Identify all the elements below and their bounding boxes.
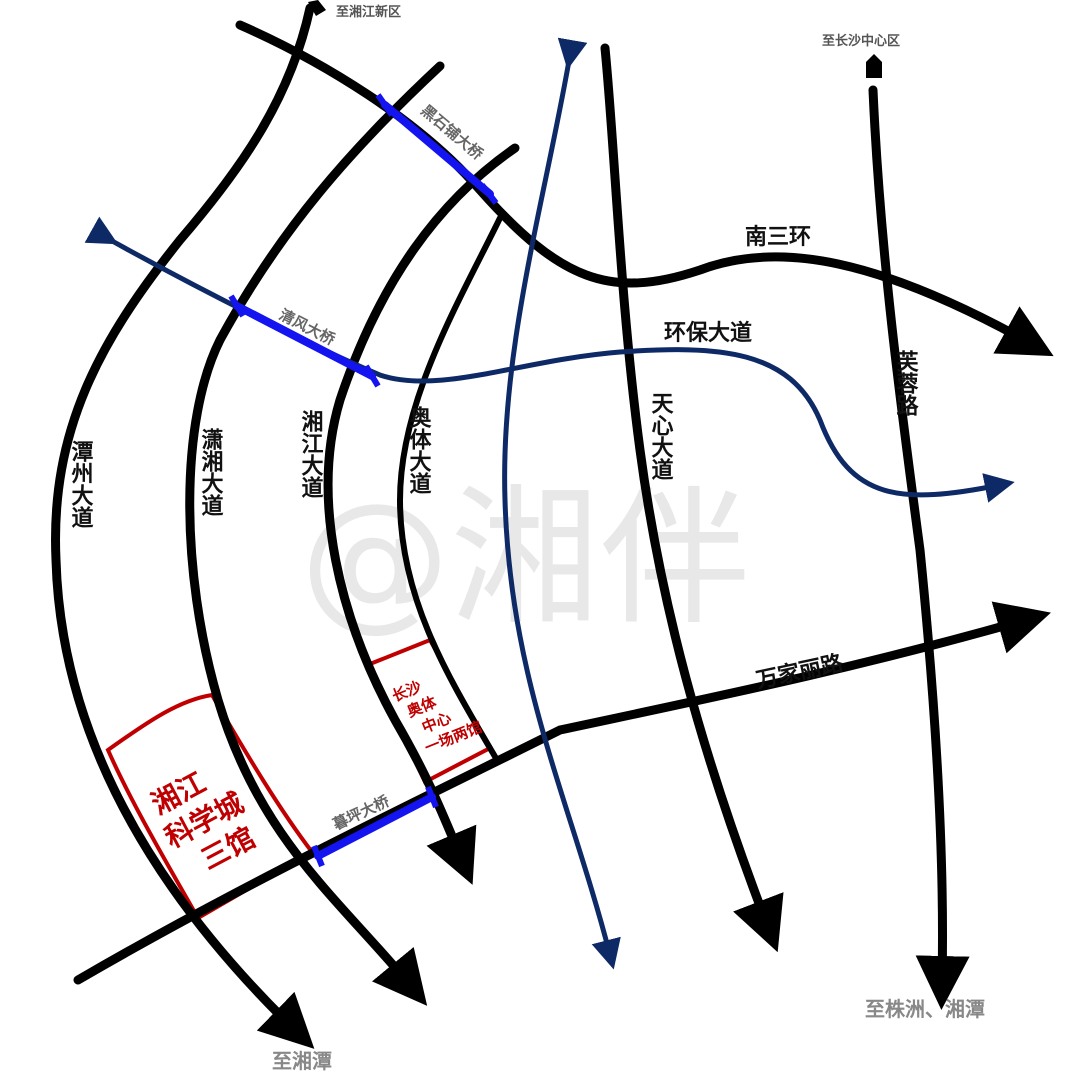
muping-bridge-end-west <box>311 844 325 868</box>
heishipu-bridge-label: 黑石铺大桥 <box>417 101 487 164</box>
dest-zhuzhou-xiangtan: 至株洲、湘潭 <box>865 997 985 1021</box>
qingfeng-bridge-end-east <box>363 364 381 388</box>
huanbao-label: 环保大道 <box>664 320 752 346</box>
wanjiali-label: 万家丽路 <box>753 650 846 694</box>
dest-xiangjiang-new: 至湘江新区 <box>336 4 401 20</box>
dest-xiangtan: 至湘潭 <box>272 1049 332 1073</box>
watermark: @湘伴 <box>300 472 750 646</box>
xiangjiang-label: 湘江大道 <box>298 410 324 498</box>
tanzhou-label: 潭州大道 <box>68 440 94 528</box>
muping-bridge-end-east <box>425 785 439 809</box>
heishipu-bridge-end-east <box>479 183 499 205</box>
aoti-label: 奥体大道 <box>406 405 432 494</box>
furong-label: 芙蓉路 <box>893 350 919 416</box>
xiangjiang-new-arrow-icon <box>308 0 326 16</box>
qingfeng-bridge[interactable] <box>233 302 376 380</box>
heishipu-bridge[interactable] <box>381 101 494 198</box>
qingfeng-bridge-end-west <box>228 294 246 318</box>
dest-changsha-center: 至长沙中心区 <box>822 33 900 49</box>
huanbao-road[interactable] <box>84 216 1015 503</box>
science-city-label: 湘江 科学城 三馆 <box>146 766 261 877</box>
tanzhou-road[interactable] <box>51 3 315 1049</box>
xiaoxiang-label: 潇湘大道 <box>198 428 224 516</box>
furong-road[interactable] <box>868 85 970 1010</box>
nansanhuan-label: 南三环 <box>745 225 811 250</box>
nansanhuan-road[interactable] <box>235 20 1054 357</box>
muping-bridge[interactable] <box>314 793 436 860</box>
heishipu-bridge-end-west <box>375 93 395 117</box>
changsha-center-arrow-icon <box>866 54 882 78</box>
science-city-area[interactable] <box>105 692 315 921</box>
tianxin-label: 天心大道 <box>648 392 674 480</box>
